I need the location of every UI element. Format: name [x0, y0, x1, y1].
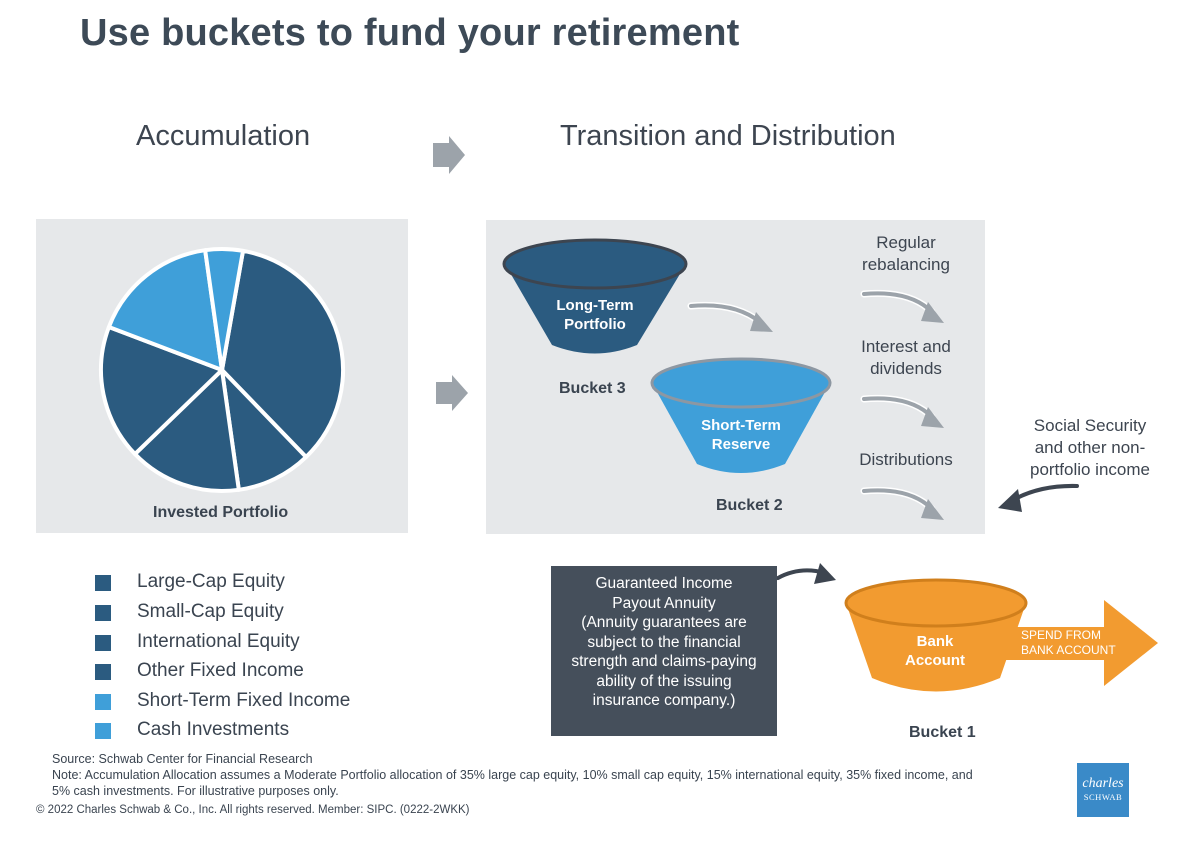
page-title: Use buckets to fund your retirement — [80, 12, 740, 54]
bucket-2-rim — [650, 357, 832, 409]
flow-distributions: Distributions — [859, 450, 953, 469]
spend-label: SPEND FROM BANK ACCOUNT — [1021, 628, 1116, 657]
legend-swatch — [95, 635, 111, 651]
flow-rebalancing: Regular rebalancing — [862, 233, 950, 274]
pie-slice-5 — [106, 248, 224, 372]
pie-to-buckets-arrow-icon — [436, 375, 468, 411]
legend-swatch — [95, 723, 111, 739]
charles-schwab-logo: charles SCHWAB — [1077, 763, 1129, 817]
footer-note-line2: 5% cash investments. For illustrative pu… — [52, 784, 339, 798]
footer-note-line1: Note: Accumulation Allocation assumes a … — [52, 768, 973, 782]
bucket-2-label: Bucket 2 — [716, 497, 783, 514]
flow-social-security: Social Security and other non- portfolio… — [1029, 416, 1150, 479]
legend-swatch — [95, 605, 111, 621]
bucket-3-label: Bucket 3 — [559, 380, 626, 397]
accumulation-heading: Accumulation — [136, 120, 311, 152]
bucket-1-label: Bucket 1 — [909, 724, 976, 741]
spend-arrow-icon — [960, 600, 1158, 686]
legend-swatch — [95, 694, 111, 710]
portfolio-pie — [99, 247, 345, 493]
bucket-3-long-term — [502, 238, 688, 354]
bucket-2-short-term — [650, 357, 832, 473]
bucket-3-rim — [502, 238, 688, 290]
bucket-1-bank — [844, 578, 1158, 692]
pie-slice-1 — [220, 248, 345, 460]
bucket-1-rim — [844, 578, 1028, 628]
phase-arrow-icon — [433, 136, 465, 174]
bucket-3-text: Long-Term Portfolio — [556, 297, 634, 333]
legend-swatch — [95, 664, 111, 680]
footer-copyright: © 2022 Charles Schwab & Co., Inc. All ri… — [36, 804, 470, 816]
legend-swatch — [95, 575, 111, 591]
bucket-1-text: Bank Account — [905, 633, 965, 669]
pie-slice-6 — [203, 247, 246, 372]
bucket-2-text: Short-Term Reserve — [701, 417, 781, 453]
bucket-1-body — [846, 603, 1026, 692]
footer-source: Source: Schwab Center for Financial Rese… — [52, 752, 313, 766]
bucket-2-body — [652, 383, 830, 473]
transition-heading: Transition and Distribution — [560, 120, 896, 152]
annuity-box: Guaranteed Income Payout Annuity (Annuit… — [551, 566, 777, 736]
flow-interest: Interest and dividends — [861, 337, 951, 378]
pie-label: Invested Portfolio — [153, 504, 289, 521]
pie-slice-3 — [132, 368, 241, 493]
social-security-arrow-icon — [1011, 483, 1079, 502]
